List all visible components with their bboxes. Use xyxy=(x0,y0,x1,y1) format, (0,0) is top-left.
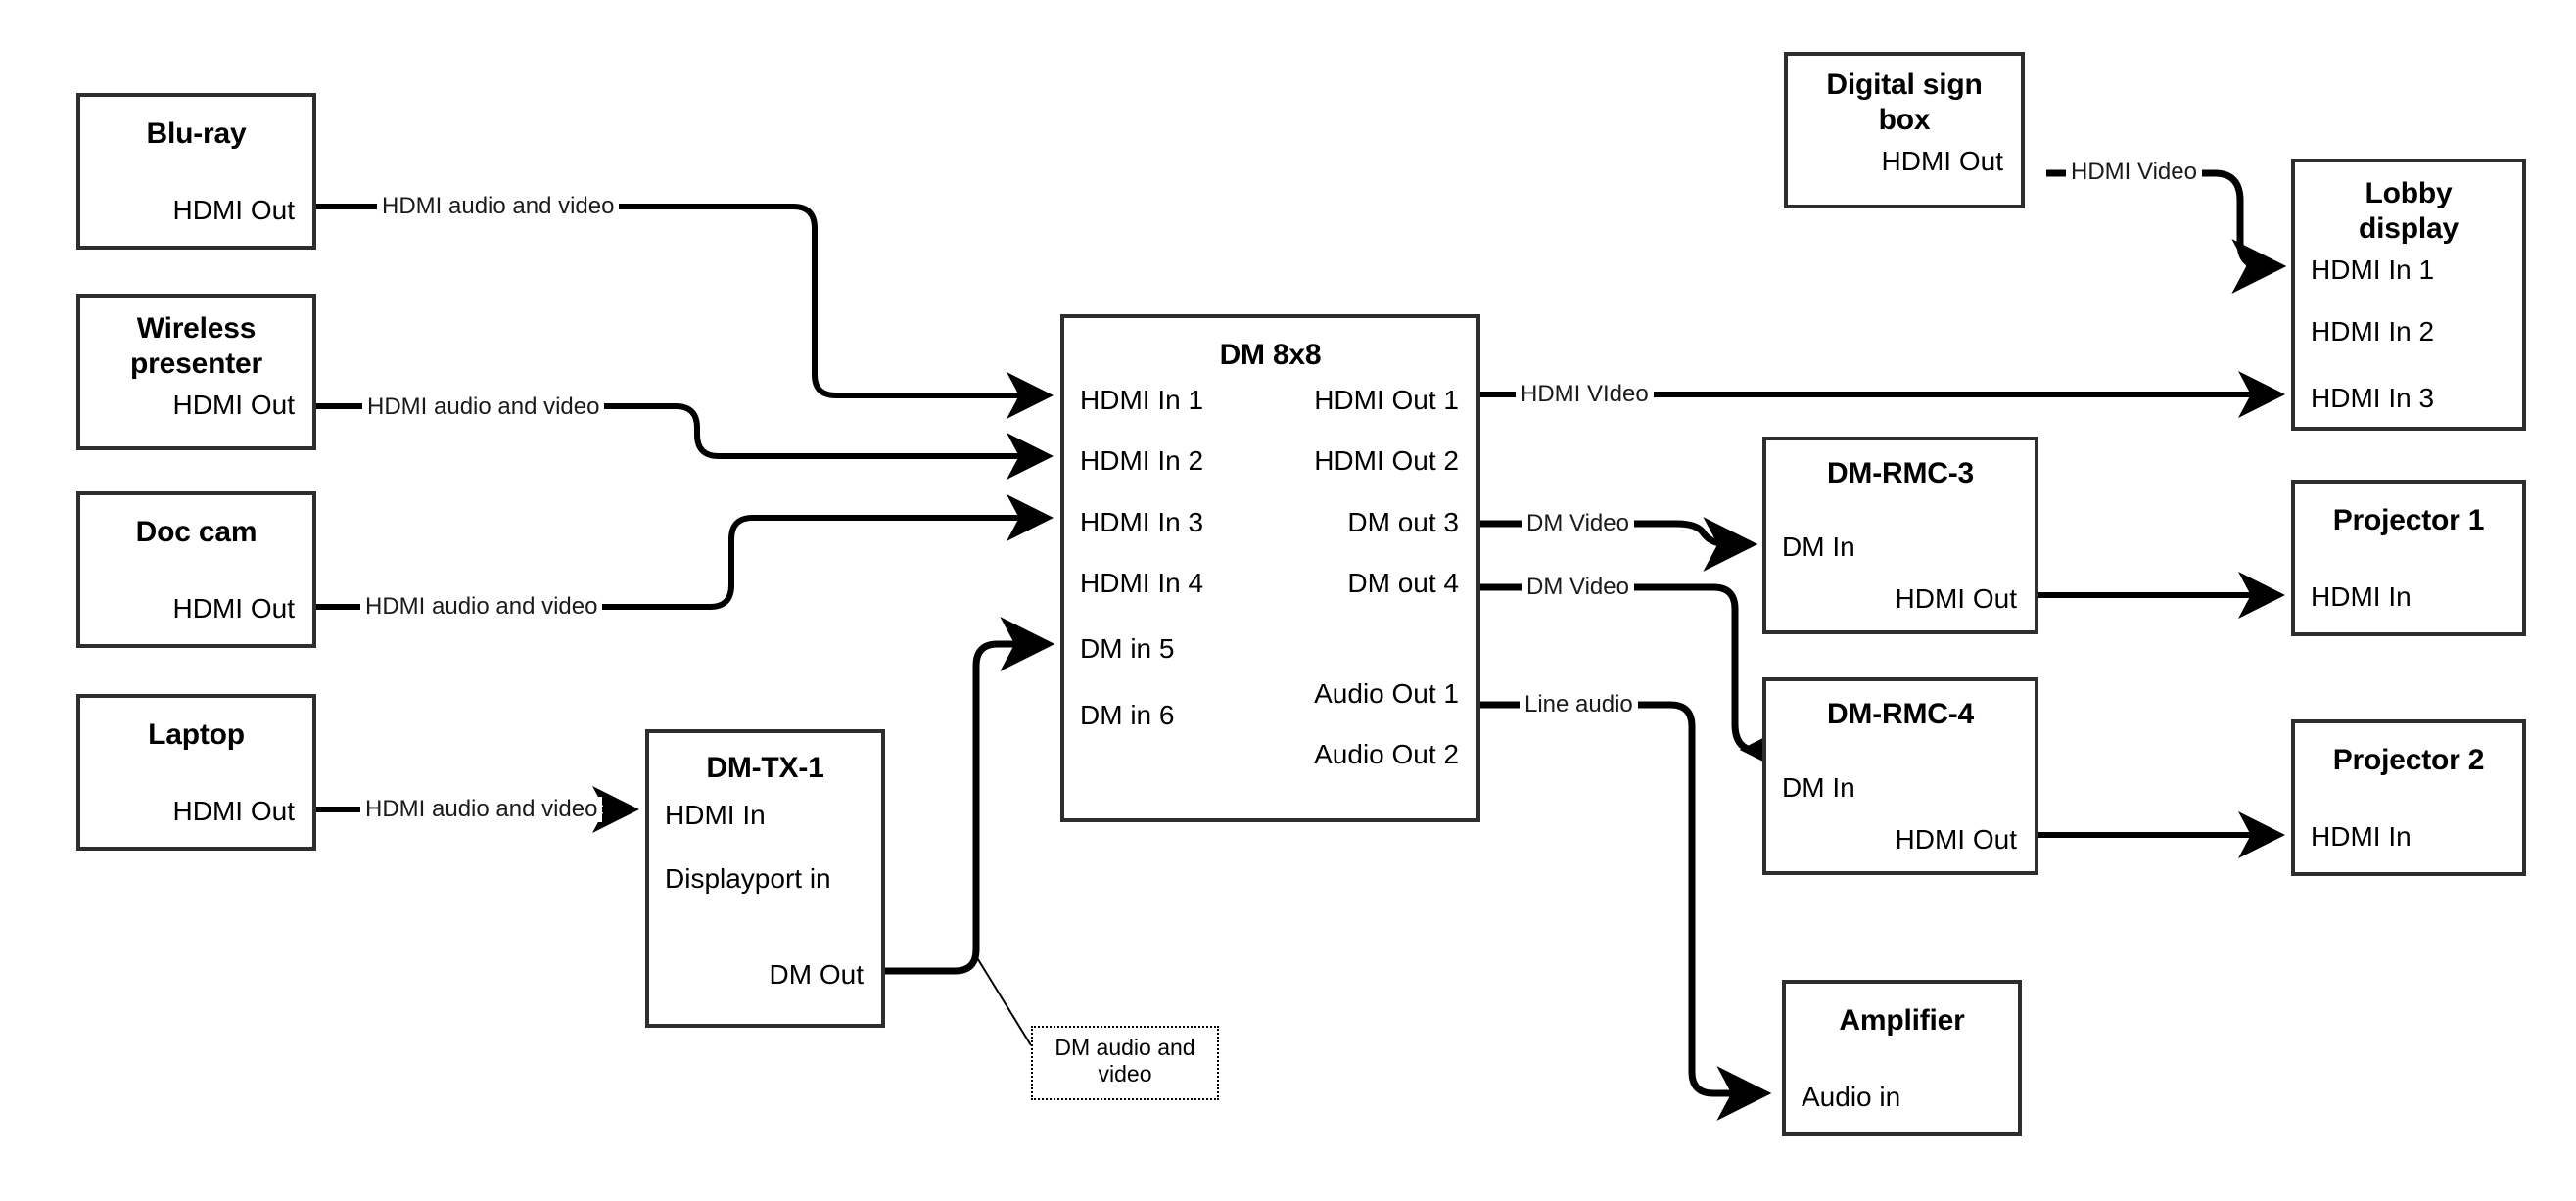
node-bluray-title: Blu-ray xyxy=(146,117,247,150)
node-dm-rmc-4[interactable]: DM-RMC-4 DM In HDMI Out xyxy=(1762,677,2038,875)
node-dmrmc3-port-hdmi-out: HDMI Out xyxy=(1895,583,2017,614)
wire-bluray-to-dm-hdmi-in-1 xyxy=(316,204,1054,419)
node-doccam-port-hdmi-out: HDMI Out xyxy=(172,593,295,624)
wire-digitalsign-to-lobby-hdmi-in-1 xyxy=(2046,169,2287,294)
node-dmrmc4-port-hdmi-out: HDMI Out xyxy=(1895,824,2017,855)
node-dmrmc4-title: DM-RMC-4 xyxy=(1826,698,1975,730)
node-lobby-port-hdmi-in-3: HDMI In 3 xyxy=(2311,383,2435,413)
node-digital-sign-box[interactable]: Digital sign box HDMI Out xyxy=(1784,52,2025,208)
wire-label-dm-out4: DM Video xyxy=(1522,575,1634,600)
node-dm8x8-port-hdmi-out-2: HDMI Out 2 xyxy=(1314,445,1459,476)
node-doc-cam[interactable]: Doc cam HDMI Out xyxy=(76,491,316,648)
node-dm-tx-1[interactable]: DM-TX-1 HDMI In Displayport in DM Out xyxy=(645,729,885,1028)
note-dm-audio-and-video: DM audio and video xyxy=(1031,1026,1219,1100)
node-wireless-port-hdmi-out: HDMI Out xyxy=(172,390,295,420)
wire-dmtx1-to-dm-in-5 xyxy=(885,617,1055,975)
node-projector-1[interactable]: Projector 1 HDMI In xyxy=(2291,480,2526,636)
node-dm8x8-title: DM 8x8 xyxy=(1219,339,1322,371)
node-wireless-presenter[interactable]: Wireless presenter HDMI Out xyxy=(76,294,316,450)
node-laptop-port-hdmi-out: HDMI Out xyxy=(172,796,295,826)
wire-label-dm-out3: DM Video xyxy=(1522,511,1634,536)
node-dm8x8-port-audio-out-2: Audio Out 2 xyxy=(1314,739,1459,769)
node-dm8x8-port-audio-out-1: Audio Out 1 xyxy=(1314,678,1459,709)
node-dm8x8-port-dm-in-5: DM in 5 xyxy=(1080,633,1175,664)
wire-label-doccam-to-dm: HDMI audio and video xyxy=(360,594,603,620)
node-lobby-display[interactable]: Lobby display HDMI In 1 HDMI In 2 HDMI I… xyxy=(2291,159,2526,431)
node-lobby-title-line-2: display xyxy=(2359,212,2459,245)
node-lobby-title-line-1: Lobby xyxy=(2365,177,2453,209)
node-dm-8x8[interactable]: DM 8x8 HDMI In 1 HDMI In 2 HDMI In 3 HDM… xyxy=(1060,314,1480,822)
wire-label-dm-hdmi-out1: HDMI VIdeo xyxy=(1516,382,1654,407)
node-dmrmc3-title: DM-RMC-3 xyxy=(1826,457,1975,489)
node-amplifier-title: Amplifier xyxy=(1839,1004,1965,1037)
node-dm8x8-port-dm-in-6: DM in 6 xyxy=(1080,700,1175,730)
node-digitalsign-title-line-2: box xyxy=(1878,104,1931,136)
node-dm8x8-port-dm-out-4: DM out 4 xyxy=(1347,568,1459,598)
node-digitalsign-port-hdmi-out: HDMI Out xyxy=(1881,146,2003,176)
node-lobby-port-hdmi-in-1: HDMI In 1 xyxy=(2311,254,2435,285)
node-projector2-port-hdmi-in: HDMI In xyxy=(2311,821,2412,852)
node-bluray[interactable]: Blu-ray HDMI Out xyxy=(76,93,316,250)
node-projector1-port-hdmi-in: HDMI In xyxy=(2311,581,2412,612)
wire-dm-audio-out1-to-amplifier xyxy=(1480,701,1772,1121)
node-amplifier[interactable]: Amplifier Audio in xyxy=(1782,980,2022,1136)
node-wireless-title-line-1: Wireless xyxy=(136,312,257,345)
wire-dm-out4-to-dmrmc4 xyxy=(1480,583,1795,777)
node-laptop-title: Laptop xyxy=(148,718,245,751)
wire-label-dm-audio-out1: Line audio xyxy=(1520,692,1638,717)
wire-label-laptop-to-dmtx1: HDMI audio and video xyxy=(360,797,603,822)
node-dmtx1-port-hdmi-in: HDMI In xyxy=(665,800,766,830)
node-dmrmc3-port-dm-in: DM In xyxy=(1782,531,1855,562)
node-projector-2[interactable]: Projector 2 HDMI In xyxy=(2291,719,2526,876)
node-dm8x8-port-hdmi-in-2: HDMI In 2 xyxy=(1080,445,1204,476)
node-dm8x8-port-hdmi-in-3: HDMI In 3 xyxy=(1080,507,1204,537)
node-dmrmc4-port-dm-in: DM In xyxy=(1782,772,1855,803)
node-projector1-title: Projector 1 xyxy=(2332,504,2485,536)
node-amplifier-port-audio-in: Audio in xyxy=(1802,1082,1901,1112)
node-dmtx1-port-displayport-in: Displayport in xyxy=(665,863,831,894)
node-dmtx1-port-dm-out: DM Out xyxy=(769,959,864,990)
wire-label-wireless-to-dm: HDMI audio and video xyxy=(362,394,605,420)
node-wireless-title-line-2: presenter xyxy=(130,347,262,380)
note-line-2: video xyxy=(1098,1061,1152,1086)
node-laptop[interactable]: Laptop HDMI Out xyxy=(76,694,316,851)
node-bluray-port-hdmi-out: HDMI Out xyxy=(172,195,295,225)
node-dm8x8-port-hdmi-in-1: HDMI In 1 xyxy=(1080,385,1204,415)
node-dm-rmc-3[interactable]: DM-RMC-3 DM In HDMI Out xyxy=(1762,437,2038,634)
wire-label-bluray-to-dm: HDMI audio and video xyxy=(377,194,620,219)
node-projector2-title: Projector 2 xyxy=(2332,744,2485,776)
node-digitalsign-title-line-1: Digital sign xyxy=(1826,69,1983,101)
node-dmtx1-title: DM-TX-1 xyxy=(706,752,824,784)
wire-note-leader xyxy=(975,955,1032,1046)
node-dm8x8-port-dm-out-3: DM out 3 xyxy=(1347,507,1459,537)
wire-label-digitalsign-to-lobby: HDMI Video xyxy=(2066,160,2202,185)
note-line-1: DM audio and xyxy=(1054,1035,1195,1060)
node-dm8x8-port-hdmi-in-4: HDMI In 4 xyxy=(1080,568,1204,598)
node-dm8x8-port-hdmi-out-1: HDMI Out 1 xyxy=(1314,385,1459,415)
node-doccam-title: Doc cam xyxy=(135,516,258,548)
node-lobby-port-hdmi-in-2: HDMI In 2 xyxy=(2311,316,2435,346)
